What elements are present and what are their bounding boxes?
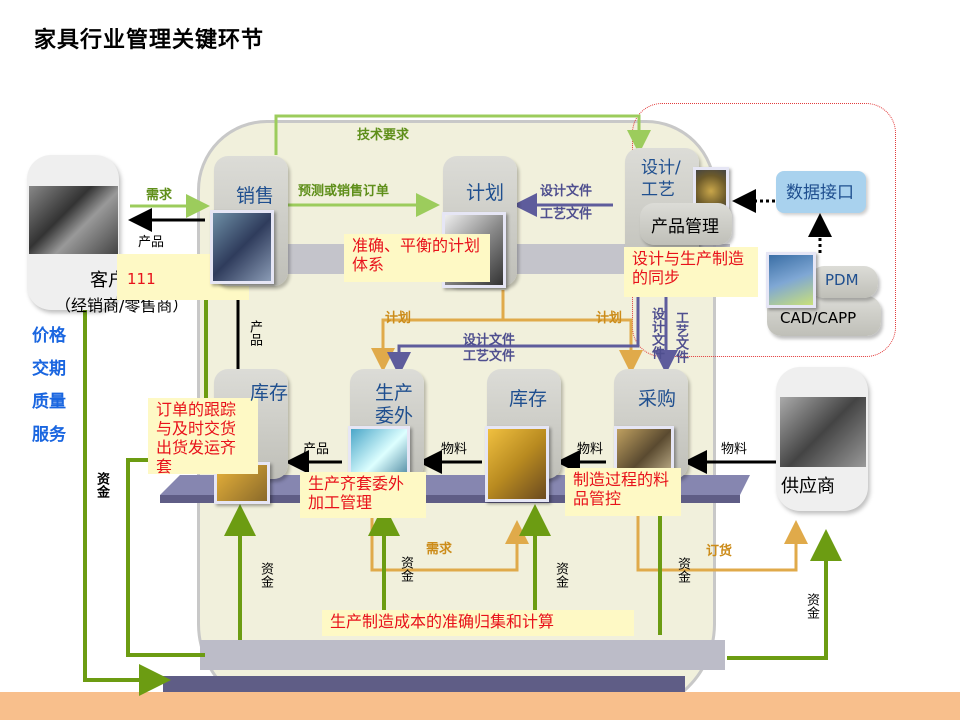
- arrow-tech-requirements: [274, 114, 651, 155]
- inventory-mid-photo: [485, 426, 549, 502]
- node-cad-capp-label: CAD/CAPP: [780, 309, 857, 327]
- label-product-customer: 产品: [138, 235, 165, 250]
- bottom-platform-top: [200, 640, 725, 670]
- arrow-demand-bottom: [370, 515, 529, 572]
- note-material-control: 制造过程的料品管控: [565, 468, 681, 516]
- sales-photo: [210, 210, 274, 284]
- node-production-label: 生产委外: [374, 382, 413, 427]
- label-plan-left: 计划: [385, 311, 412, 326]
- label-order-goods: 订货: [706, 544, 733, 559]
- pdm-photo: [766, 252, 816, 308]
- label-funds-2: 资金: [398, 556, 413, 582]
- label-demand-bottom: 需求: [426, 542, 453, 557]
- label-process-docs: 工艺文件: [540, 207, 593, 222]
- supplier-label: 供应商: [781, 476, 835, 497]
- arrow-plan-right: [503, 318, 643, 374]
- label-plan-right: 计划: [596, 311, 623, 326]
- customer-sublabel: （经销商/零售商）: [55, 296, 189, 315]
- node-design-label: 设计/工艺: [641, 158, 681, 200]
- side-list: 价格 交期 质量 服务: [32, 320, 66, 452]
- node-pdm-label: PDM: [825, 271, 859, 289]
- label-process-docs-mid: 工艺文件: [463, 349, 516, 364]
- node-data-interface: [776, 171, 866, 213]
- label-funds-4: 资金: [675, 557, 690, 583]
- label-process-docs-vert: 工艺文件: [673, 311, 688, 363]
- arrow-design-docs-production: [387, 295, 640, 376]
- side-item-delivery: 交期: [32, 359, 66, 379]
- node-product-mgmt-label: 产品管理: [651, 217, 719, 237]
- label-design-docs: 设计文件: [540, 184, 593, 199]
- label-material-3: 物料: [721, 442, 748, 457]
- label-funds-6: 资金: [94, 472, 109, 498]
- label-design-docs-vert: 设计文件: [649, 307, 664, 359]
- note-order-tracking: 订单的跟踪与及时交货出货发运齐套: [148, 398, 258, 476]
- arrow-funds-inventory: [126, 458, 205, 657]
- label-product-left: 产品: [303, 442, 330, 457]
- label-demand: 需求: [146, 188, 173, 203]
- label-tech-requirements: 技术要求: [357, 128, 410, 143]
- node-purchase-label: 采购: [638, 388, 677, 410]
- supplier-photo: [780, 397, 866, 467]
- label-design-docs-mid: 设计文件: [463, 333, 516, 348]
- node-pdm: [810, 266, 878, 298]
- side-item-quality: 质量: [32, 392, 66, 412]
- customer-photo: [29, 186, 118, 254]
- label-product-up: 产品: [247, 320, 262, 346]
- page-title: 家具行业管理关键环节: [34, 28, 265, 53]
- node-data-interface-label: 数据接口: [786, 183, 854, 203]
- side-item-service: 服务: [32, 425, 66, 445]
- note-cost-accounting: 生产制造成本的准确归集和计算: [322, 610, 634, 636]
- arrow-order-goods: [636, 515, 808, 572]
- node-inventory-left-label: 库存: [250, 382, 289, 404]
- bottom-platform: [163, 676, 685, 694]
- label-funds-3: 资金: [553, 562, 568, 588]
- node-inventory-mid-label: 库存: [509, 388, 548, 410]
- arrow-plan-left: [371, 290, 505, 372]
- node-product-mgmt: [640, 203, 732, 245]
- note-design-sync: 设计与生产制造的同步: [624, 247, 758, 297]
- note-production-kit: 生产齐套委外加工管理: [300, 472, 426, 518]
- note-plan-system: 准确、平衡的计划体系: [344, 234, 490, 282]
- node-plan-label: 计划: [466, 182, 505, 204]
- node-sales-label: 销售: [236, 185, 275, 207]
- arrow-funds-5: [727, 529, 842, 660]
- arrow-funds-customer: [83, 305, 171, 696]
- footer-band: [0, 692, 960, 720]
- label-material-2: 物料: [577, 442, 604, 457]
- side-item-price: 价格: [32, 326, 66, 346]
- label-forecast-orders: 预测或销售订单: [298, 184, 390, 199]
- label-funds-1: 资金: [258, 562, 273, 588]
- label-funds-5: 资金: [804, 593, 819, 619]
- label-material-1: 物料: [441, 442, 468, 457]
